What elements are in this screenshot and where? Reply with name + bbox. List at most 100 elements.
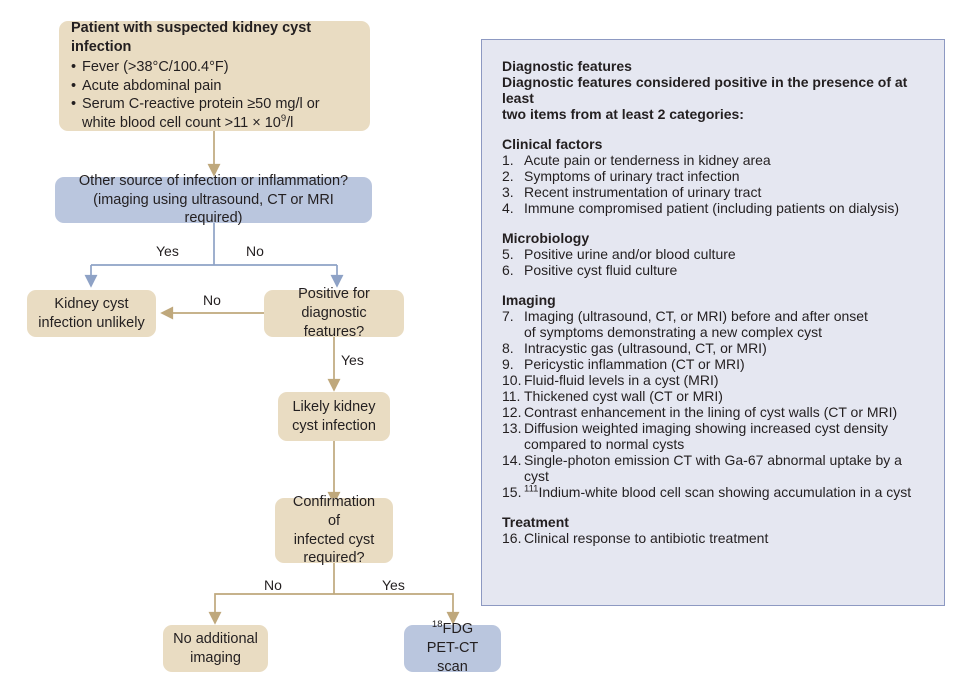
start-bullet-2: Acute abdominal pain	[71, 77, 358, 96]
panel-item-text: Positive urine and/or blood culture	[524, 246, 736, 262]
panel-item-number: 2.	[502, 168, 514, 184]
panel-list-item: 5. Positive urine and/or blood culture	[502, 246, 928, 262]
edge-label-yes-bottom: Yes	[382, 577, 405, 593]
panel-item-number: 6.	[502, 262, 514, 278]
panel-list-item: 7. Imaging (ultrasound, CT, or MRI) befor…	[502, 308, 928, 324]
panel-item-superscript: 111	[524, 483, 539, 495]
panel-list-item: 16.Clinical response to antibiotic treat…	[502, 530, 928, 546]
panel-section-title: Imaging	[502, 292, 556, 308]
edge-label-no-right: No	[246, 243, 264, 259]
positive-line2: diagnostic features?	[301, 305, 367, 340]
start-bullet-3: Serum C-reactive protein ≥50 mg/l or whi…	[71, 95, 358, 133]
other-source-line2: (imaging using ultrasound, CT or MRI req…	[93, 191, 334, 227]
section-gap	[502, 122, 928, 136]
section-gap	[502, 500, 928, 514]
panel-list-item: 11.Thickened cyst wall (CT or MRI)	[502, 388, 928, 404]
panel-subheading-line1: Diagnostic features considered positive …	[502, 74, 908, 106]
panel-list-item: 12.Contrast enhancement in the lining of…	[502, 404, 928, 420]
panel-item-number: 7.	[502, 308, 514, 324]
confirmation-line2: infected cyst	[293, 531, 375, 548]
node-kidney-cyst-unlikely: Kidney cyst infection unlikely	[27, 290, 156, 337]
node-no-additional-imaging: No additional imaging	[163, 625, 268, 672]
positive-line1: Positive for	[298, 286, 370, 303]
pet-line1: 18FDG	[414, 620, 491, 639]
panel-item-text: Pericystic inflammation (CT or MRI)	[524, 356, 745, 372]
panel-item-number: 12.	[502, 404, 522, 420]
node-other-source-decision: Other source of infection or inflammatio…	[55, 173, 372, 226]
panel-item-number: 14.	[502, 452, 522, 468]
section-gap	[502, 278, 928, 292]
node-start-patient: Patient with suspected kidney cyst infec…	[59, 19, 370, 133]
panel-item-number: 9.	[502, 356, 514, 372]
panel-item-continuation: compared to normal cysts	[524, 436, 685, 452]
start-bullet-1: Fever (>38°C/100.4°F)	[71, 58, 358, 77]
panel-item-number: 10.	[502, 372, 522, 388]
node-likely-kidney-cyst-infection: Likely kidney cyst infection	[278, 392, 390, 441]
unlikely-line1: Kidney cyst	[54, 295, 129, 312]
node-positive-diagnostic-features: Positive for diagnostic features?	[264, 286, 404, 340]
panel-item-number: 8.	[502, 340, 514, 356]
panel-item-text: Positive cyst fluid culture	[524, 262, 678, 278]
start-bullet-3-line1: Serum C-reactive protein ≥50 mg/l or	[82, 96, 320, 113]
confirmation-line1: Confirmation of	[292, 493, 376, 529]
no-imaging-line1: No additional	[173, 630, 258, 647]
start-bullet-3-line2: white blood cell count >11 × 109/l	[82, 113, 294, 132]
panel-item-number: 5.	[502, 246, 514, 262]
panel-item-text: Single-photon emission CT with Ga-67 abn…	[524, 452, 902, 484]
panel-item-text: Thickened cyst wall (CT or MRI)	[524, 388, 723, 404]
panel-heading: Diagnostic features	[502, 58, 632, 74]
panel-list-item: 6. Positive cyst fluid culture	[502, 262, 928, 278]
edge-label-no-bottom: No	[264, 577, 282, 593]
panel-subheading-line2: two items from at least 2 categories:	[502, 106, 744, 122]
panel-list-item: 2. Symptoms of urinary tract infection	[502, 168, 928, 184]
edge-label-yes-left: Yes	[156, 243, 179, 259]
panel-item-text: Clinical response to antibiotic treatmen…	[524, 530, 769, 546]
no-imaging-line2: imaging	[190, 649, 241, 666]
edge-label-yes-to-likely: Yes	[341, 352, 364, 368]
diagnostic-features-panel: Diagnostic features Diagnostic features …	[481, 39, 945, 606]
panel-item-text: Recent instrumentation of urinary tract	[524, 184, 762, 200]
likely-line2: cyst infection	[292, 417, 376, 434]
panel-item-text: Acute pain or tenderness in kidney area	[524, 152, 771, 168]
panel-item-number: 15.	[502, 484, 522, 500]
panel-item-text: Symptoms of urinary tract infection	[524, 168, 740, 184]
panel-item-number: 11.	[502, 388, 521, 404]
pet-superscript-18: 18	[431, 619, 443, 631]
panel-list-item: 13.Diffusion weighted imaging showing in…	[502, 420, 928, 436]
panel-list-item: 15.111Indium-white blood cell scan showi…	[502, 484, 928, 500]
panel-list-item: 9. Pericystic inflammation (CT or MRI)	[502, 356, 928, 372]
panel-list-item: 8. Intracystic gas (ultrasound, CT, or MR…	[502, 340, 928, 356]
section-gap	[502, 216, 928, 230]
panel-item-number: 13.	[502, 420, 522, 436]
edge-label-no-to-unlikely: No	[203, 292, 221, 308]
likely-line1: Likely kidney	[292, 398, 376, 415]
panel-section-title: Treatment	[502, 514, 569, 530]
other-source-line1: Other source of infection or inflammatio…	[78, 172, 349, 189]
panel-item-number: 1.	[502, 152, 514, 168]
unlikely-line2: infection unlikely	[38, 314, 145, 331]
panel-list-item: 1. Acute pain or tenderness in kidney are…	[502, 152, 928, 168]
panel-item-text: Diffusion weighted imaging showing incre…	[524, 420, 888, 436]
panel-item-number: 4.	[502, 200, 514, 216]
panel-item-text: Intracystic gas (ultrasound, CT, or MRI)	[524, 340, 767, 356]
pet-line2: PET-CT scan	[426, 640, 479, 675]
panel-list-item: 4.Immune compromised patient (including …	[502, 200, 928, 216]
panel-list-item: 10.Fluid-fluid levels in a cyst (MRI)	[502, 372, 928, 388]
panel-item-text: Imaging (ultrasound, CT, or MRI) before …	[524, 308, 868, 324]
panel-item-text: Fluid-fluid levels in a cyst (MRI)	[524, 372, 719, 388]
panel-item-number: 3.	[502, 184, 514, 200]
panel-item-continuation: of symptoms demonstrating a new complex …	[524, 324, 823, 340]
start-title: Patient with suspected kidney cyst infec…	[71, 19, 312, 55]
node-confirmation-required: Confirmation of infected cyst required?	[275, 494, 393, 566]
start-bullet-list: Fever (>38°C/100.4°F) Acute abdominal pa…	[71, 58, 358, 133]
panel-section-title: Microbiology	[502, 230, 590, 246]
panel-list-item: 3. Recent instrumentation of urinary trac…	[502, 184, 928, 200]
panel-item-number: 16.	[502, 530, 522, 546]
panel-list-item: 14.Single-photon emission CT with Ga-67 …	[502, 452, 928, 484]
node-fdg-pet-ct-scan: 18FDG PET-CT scan	[404, 620, 501, 675]
panel-item-text: 111Indium-white blood cell scan showing …	[524, 483, 912, 500]
panel-section-title: Clinical factors	[502, 136, 603, 152]
panel-item-text: Contrast enhancement in the lining of cy…	[524, 404, 898, 420]
